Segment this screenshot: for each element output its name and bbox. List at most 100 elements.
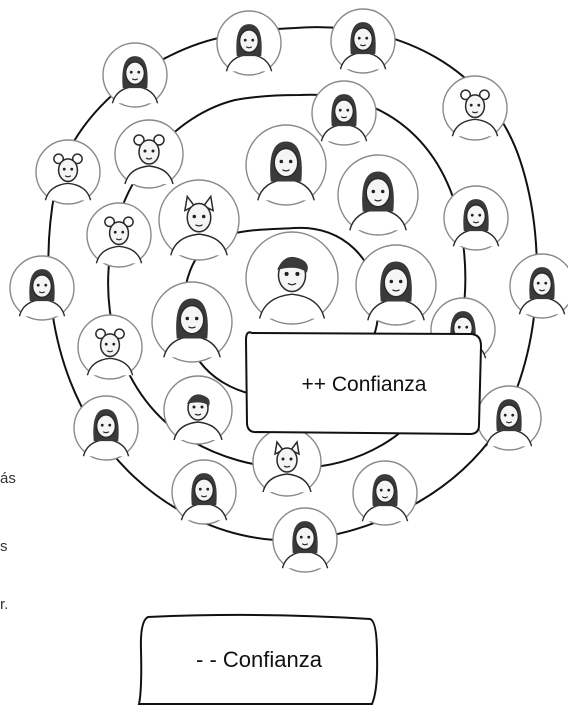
avatar-mouth (392, 289, 400, 292)
avatar-eye (194, 316, 199, 321)
avatar-shoulders (170, 233, 228, 256)
avatar-woman (272, 507, 338, 573)
avatar-cat (158, 179, 240, 261)
avatar-mouth (538, 289, 546, 292)
avatar-mouth (131, 78, 139, 81)
avatar-woman (476, 385, 542, 451)
avatar-face (138, 139, 160, 165)
avatar-ear (460, 89, 472, 101)
avatar-ear (95, 328, 107, 340)
avatar-eye (478, 213, 482, 217)
avatar-face (124, 61, 146, 86)
avatar-woman (355, 244, 437, 326)
avatar-mouth (194, 413, 202, 416)
avatar-mouth (283, 465, 291, 468)
avatar-ear (122, 216, 134, 228)
avatar-face (352, 27, 374, 52)
avatar-face (31, 274, 53, 299)
avatar-eye (357, 36, 361, 40)
avatar-face (95, 414, 117, 439)
avatar-eye (104, 342, 108, 346)
avatar-eye (151, 149, 155, 153)
avatar-face (193, 478, 215, 503)
avatar-shoulders (258, 293, 326, 319)
avatar-woman (352, 460, 418, 526)
avatar-woman (216, 10, 282, 76)
high-trust-box: ++ Confianza (244, 331, 483, 436)
avatar-eye (338, 108, 342, 112)
avatar-eye (346, 108, 350, 112)
avatar-mouth (106, 350, 114, 353)
avatar-eye (192, 214, 197, 219)
avatar-man (245, 231, 339, 325)
avatar-face (383, 267, 409, 298)
avatar-woman (151, 281, 233, 363)
avatar-face (365, 177, 391, 208)
avatar-eye (281, 457, 285, 461)
high-trust-label: ++ Confianza (302, 373, 427, 396)
avatar-eye (143, 149, 147, 153)
avatar-mouth (245, 46, 253, 49)
avatar-hair (187, 394, 210, 406)
avatar-eye (536, 281, 540, 285)
low-trust-box-outline (137, 613, 379, 705)
avatar-face (186, 202, 212, 233)
avatar-face (465, 204, 487, 229)
avatar-eye (112, 342, 116, 346)
avatar-eye (206, 487, 210, 491)
avatar-eye (477, 103, 481, 107)
avatar-bear (86, 202, 152, 268)
avatar-face (464, 94, 486, 119)
avatar-mouth (200, 495, 208, 498)
avatar-mouth (374, 199, 382, 202)
avatar-face (276, 447, 298, 473)
avatar-mouth (102, 431, 110, 434)
avatar-face (273, 147, 299, 178)
avatar-eye (108, 423, 112, 427)
avatar-ear (53, 153, 65, 165)
avatar-eye (469, 103, 473, 107)
avatar-shoulders (173, 421, 223, 441)
side-text-2: s (0, 538, 8, 555)
avatar-bear (442, 75, 508, 141)
avatar-face (99, 333, 121, 358)
avatar-face (294, 526, 316, 551)
side-text-3: r. (0, 596, 9, 613)
avatar-eye (465, 325, 469, 329)
avatar-shoulders (124, 165, 174, 185)
avatar-mouth (505, 421, 513, 424)
avatar-mouth (301, 543, 309, 546)
avatar-eye (307, 535, 311, 539)
avatar-woman (9, 255, 75, 321)
avatar-eye (44, 283, 48, 287)
avatar-ear (133, 134, 145, 146)
avatar-eye (200, 405, 204, 409)
avatar-shoulders (95, 245, 143, 264)
avatar-mouth (340, 116, 348, 119)
avatar-eye (129, 70, 133, 74)
avatar-woman (102, 42, 168, 108)
avatar-ear (71, 153, 83, 165)
avatar-face (57, 158, 79, 183)
avatar-eye (457, 325, 461, 329)
avatar-eye (299, 535, 303, 539)
avatar-woman (330, 8, 396, 74)
low-trust-label: - - Confianza (196, 647, 323, 672)
avatar-woman (337, 154, 419, 236)
avatar-eye (70, 167, 74, 171)
avatar-face (333, 99, 355, 124)
avatar-face (531, 272, 553, 297)
avatar-eye (288, 159, 293, 164)
avatar-cat (252, 427, 322, 497)
side-text-1: ás (0, 470, 16, 487)
avatar-face (238, 29, 260, 54)
avatar-mouth (188, 326, 196, 329)
avatar-mouth (472, 221, 480, 224)
avatar-woman (245, 124, 327, 206)
avatar-eye (503, 413, 507, 417)
avatar-eye (379, 488, 383, 492)
avatar-woman (311, 80, 377, 146)
high-trust-box-outline (244, 331, 483, 436)
avatar-shoulders (262, 473, 312, 493)
